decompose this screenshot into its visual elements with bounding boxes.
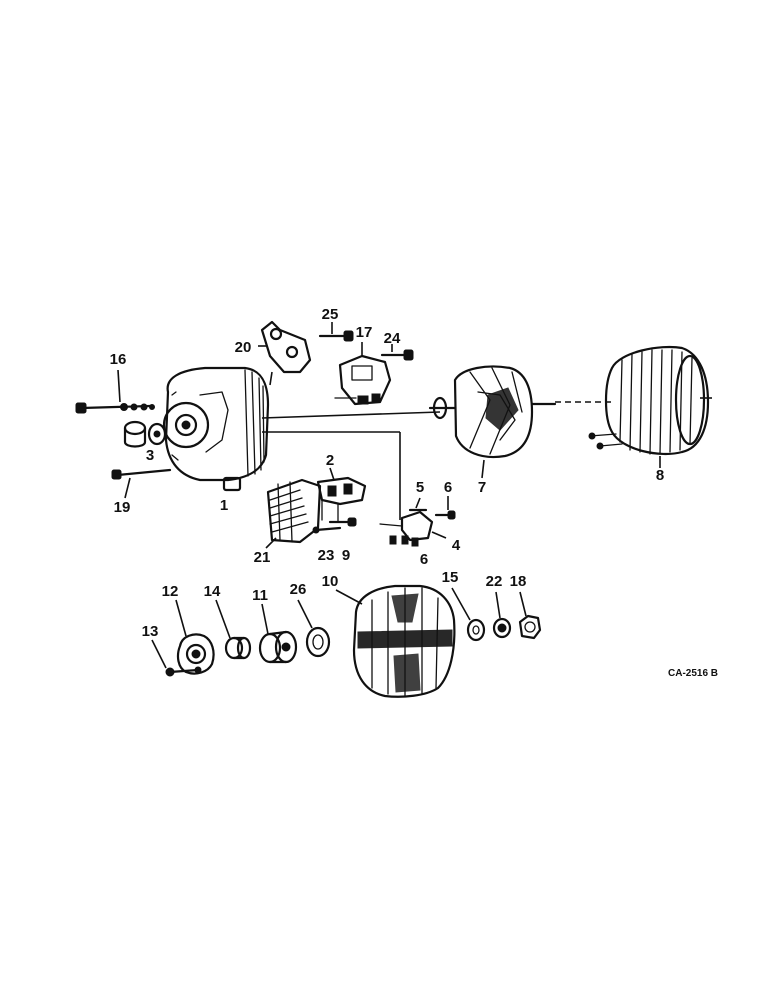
screw-25 bbox=[318, 322, 354, 342]
drawing-code-label: CA-2516 B bbox=[668, 668, 718, 679]
screw-5 bbox=[408, 497, 428, 512]
callout-22: 22 bbox=[486, 573, 503, 590]
callout-21: 21 bbox=[254, 549, 271, 566]
callout-12: 12 bbox=[162, 583, 179, 600]
callout-24: 24 bbox=[384, 330, 401, 347]
retainer-plate-12 bbox=[175, 599, 215, 675]
screw-13 bbox=[151, 639, 202, 677]
callout-8: 8 bbox=[656, 467, 664, 484]
callout-4: 4 bbox=[452, 537, 461, 554]
stator-8 bbox=[588, 345, 710, 468]
through-bolt-16 bbox=[75, 369, 155, 414]
capacitor-4 bbox=[379, 510, 447, 547]
callout-13: 13 bbox=[142, 623, 159, 640]
callout-3: 3 bbox=[146, 447, 154, 464]
brush-holder-2 bbox=[316, 467, 367, 523]
callout-2: 2 bbox=[326, 452, 334, 469]
mounting-bracket-20 bbox=[258, 320, 312, 386]
screw-9 bbox=[328, 517, 357, 527]
bushing-3 bbox=[123, 420, 167, 448]
through-bolt-19 bbox=[111, 468, 172, 499]
callout-19: 19 bbox=[114, 499, 131, 516]
callout-labels: 1 2 3 4 5 6 6 7 8 9 10 11 12 13 14 15 16… bbox=[110, 306, 665, 640]
callout-7: 7 bbox=[478, 479, 486, 496]
front-housing-10 bbox=[335, 584, 456, 698]
nut-18 bbox=[518, 591, 542, 640]
washer-26 bbox=[297, 599, 331, 658]
callout-25: 25 bbox=[322, 306, 339, 323]
rear-housing bbox=[162, 366, 270, 492]
callout-20: 20 bbox=[235, 339, 252, 356]
callout-1: 1 bbox=[220, 497, 228, 514]
callout-18: 18 bbox=[510, 573, 527, 590]
callout-6b: 6 bbox=[420, 551, 428, 568]
callout-14: 14 bbox=[204, 583, 221, 600]
screw-24 bbox=[380, 344, 414, 361]
rectifier-21 bbox=[265, 478, 322, 549]
rotor-7 bbox=[428, 365, 557, 479]
assembly-axis-lines bbox=[261, 397, 712, 520]
callout-17: 17 bbox=[356, 324, 373, 341]
spacer-15 bbox=[451, 587, 486, 642]
callout-5: 5 bbox=[416, 479, 424, 496]
regulator-17 bbox=[334, 342, 392, 406]
callout-15: 15 bbox=[442, 569, 459, 586]
callout-23: 23 bbox=[318, 547, 335, 564]
bearing-11 bbox=[258, 603, 298, 664]
screw-6-upper bbox=[434, 496, 456, 520]
callout-11: 11 bbox=[252, 587, 268, 604]
callout-6a: 6 bbox=[444, 479, 452, 496]
screw-23 bbox=[312, 526, 342, 534]
callout-9: 9 bbox=[342, 547, 350, 564]
callout-16: 16 bbox=[110, 351, 127, 368]
callout-26: 26 bbox=[290, 581, 307, 598]
collar-14 bbox=[215, 599, 252, 660]
washer-22 bbox=[492, 591, 512, 639]
callout-10: 10 bbox=[322, 573, 339, 590]
